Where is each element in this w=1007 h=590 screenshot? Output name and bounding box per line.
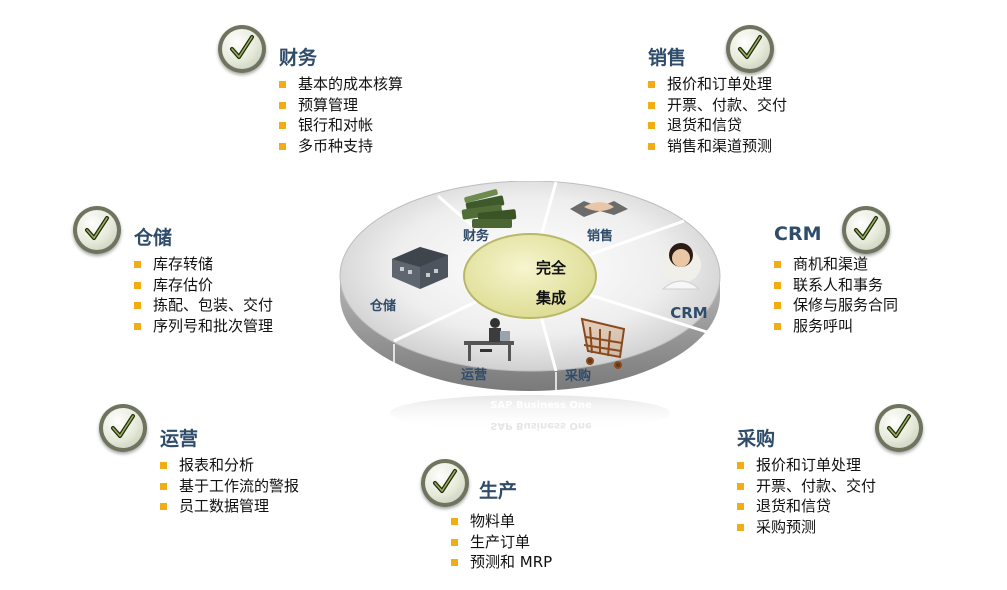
list-item: 采购预测	[737, 517, 876, 538]
segment-label-operations: 运营	[461, 367, 487, 383]
list-item: 员工数据管理	[160, 496, 299, 517]
list-item: 开票、付款、交付	[737, 476, 876, 497]
list-item: 预测和 MRP	[451, 552, 552, 573]
shopping-cart-icon	[580, 317, 626, 369]
module-title: 采购	[737, 428, 776, 450]
list-item: 商机和渠道	[774, 254, 898, 275]
list-item: 生产订单	[451, 532, 552, 553]
module-title: 财务	[279, 47, 318, 69]
segment-label-sales: 销售	[587, 228, 613, 244]
module-title: 生产	[479, 480, 518, 502]
feature-list: 库存转储 库存估价 拣配、包装、交付 序列号和批次管理	[134, 254, 273, 336]
brand-label: SAP Business One	[490, 400, 592, 411]
feature-list: 物料单 生产订单 预测和 MRP	[451, 511, 552, 573]
list-item: 退货和信贷	[737, 496, 876, 517]
center-label-line2: 集成	[535, 289, 566, 307]
list-item: 报价和订单处理	[737, 455, 876, 476]
checkmark-icon	[875, 404, 923, 452]
list-item: 预算管理	[279, 95, 403, 116]
integration-wheel: 完全 集成 财务 销售 仓储 CRM 运营	[339, 181, 721, 431]
checkmark-icon	[842, 206, 890, 254]
feature-list: 商机和渠道 联系人和事务 保修与服务合同 服务呼叫	[774, 254, 898, 336]
checkmark-icon	[218, 25, 266, 73]
rim-ticks	[393, 335, 711, 391]
list-item: 基本的成本核算	[279, 74, 403, 95]
list-item: 物料单	[451, 511, 552, 532]
checkmark-icon	[726, 25, 774, 73]
list-item: 报表和分析	[160, 455, 299, 476]
desk-worker-icon	[464, 318, 514, 361]
list-item: 开票、付款、交付	[648, 95, 787, 116]
list-item: 库存估价	[134, 275, 273, 296]
handshake-icon	[570, 201, 628, 217]
segment-label-finance: 财务	[463, 228, 490, 244]
feature-list: 报价和订单处理 开票、付款、交付 退货和信贷 采购预测	[737, 455, 876, 537]
segment-label-crm: CRM	[670, 304, 708, 322]
list-item: 序列号和批次管理	[134, 316, 273, 337]
module-title: CRM	[774, 223, 822, 245]
feature-list: 基本的成本核算 预算管理 银行和对帐 多币种支持	[279, 74, 403, 156]
center-label-line1: 完全	[536, 259, 567, 277]
module-title: 销售	[648, 47, 687, 69]
wheel-reflection	[390, 395, 670, 431]
list-item: 库存转储	[134, 254, 273, 275]
list-item: 服务呼叫	[774, 316, 898, 337]
warehouse-icon	[392, 247, 448, 289]
feature-list: 报价和订单处理 开票、付款、交付 退货和信贷 销售和渠道预测	[648, 74, 787, 156]
list-item: 基于工作流的警报	[160, 476, 299, 497]
segment-label-warehouse: 仓储	[369, 298, 396, 314]
checkmark-icon	[99, 404, 147, 452]
list-item: 联系人和事务	[774, 275, 898, 296]
module-title: 运营	[160, 428, 199, 450]
module-title: 仓储	[134, 227, 173, 249]
brand-reflection: SAP Business One	[490, 420, 592, 431]
list-item: 退货和信贷	[648, 115, 787, 136]
center-hub	[463, 233, 597, 319]
checkmark-icon	[73, 206, 121, 254]
list-item: 银行和对帐	[279, 115, 403, 136]
person-icon	[661, 243, 701, 290]
list-item: 拣配、包装、交付	[134, 295, 273, 316]
list-item: 销售和渠道预测	[648, 136, 787, 157]
list-item: 报价和订单处理	[648, 74, 787, 95]
list-item: 多币种支持	[279, 136, 403, 157]
feature-list: 报表和分析 基于工作流的警报 员工数据管理	[160, 455, 299, 517]
wheel-rim	[340, 276, 720, 391]
list-item: 保修与服务合同	[774, 295, 898, 316]
money-icon	[461, 189, 517, 228]
segment-label-purchasing: 采购	[564, 368, 591, 384]
checkmark-icon	[421, 459, 469, 507]
